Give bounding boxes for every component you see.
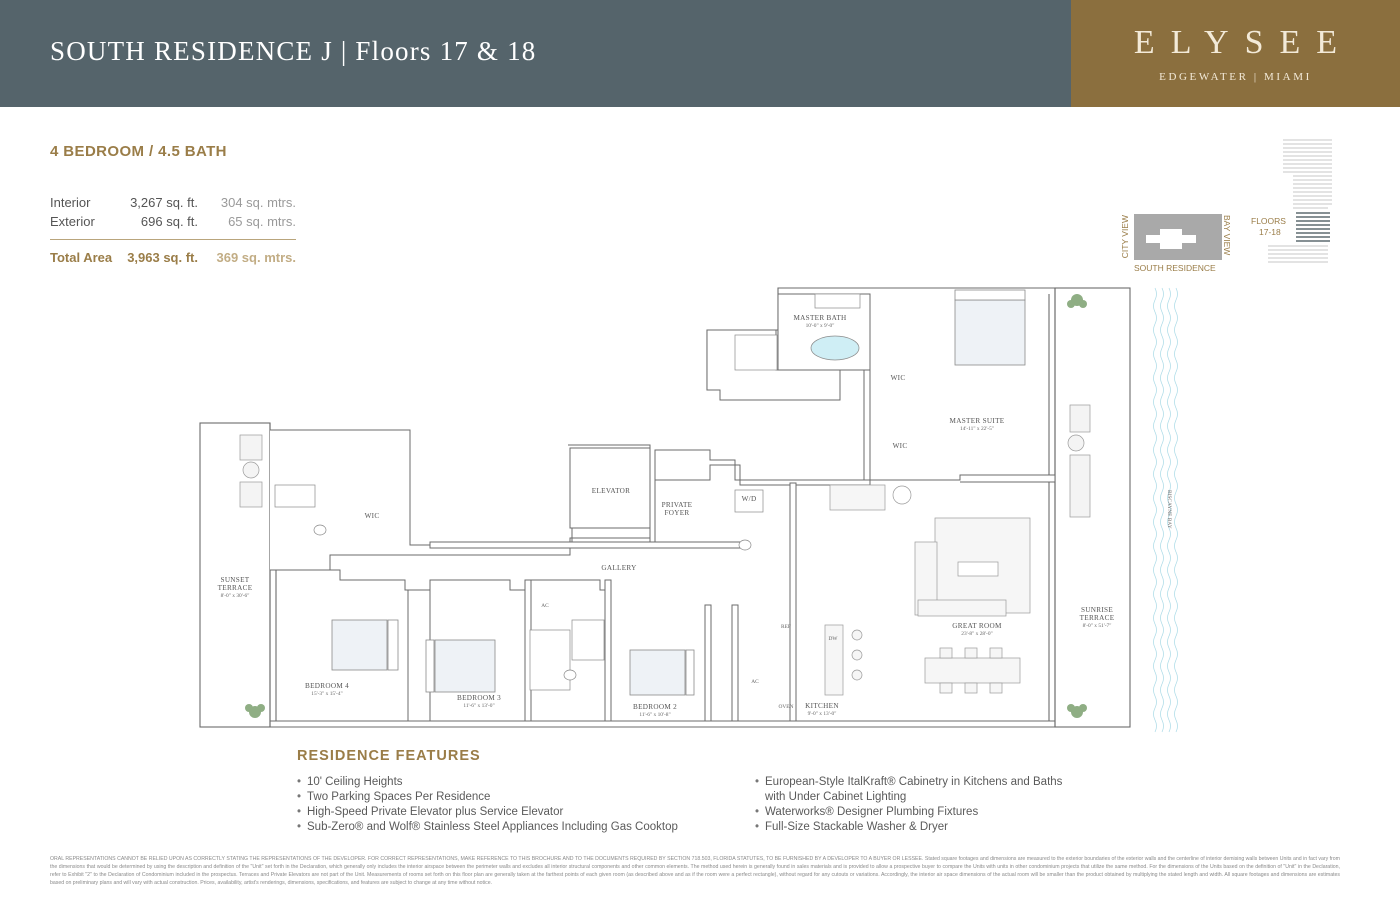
feature-item: Full-Size Stackable Washer & Dryer: [755, 820, 1062, 835]
room-label-kitchen: KITCHEN: [805, 702, 839, 710]
room-dims-bedroom-3: 11'-6" x 13'-0": [463, 703, 494, 709]
brand-subtitle: EDGEWATER | MIAMI: [1159, 71, 1312, 83]
room-label-bedroom-2: BEDROOM 2: [633, 703, 677, 711]
plant-icon: [245, 294, 1087, 718]
area-row-exterior: Exterior 696 sq. ft. 65 sq. mtrs.: [50, 214, 296, 233]
feature-item: High-Speed Private Elevator plus Service…: [297, 805, 678, 820]
bay-water-pattern: [1153, 287, 1178, 733]
brand-logo: ELYSEE: [1133, 24, 1354, 61]
total-sqm: 369 sq. mtrs.: [216, 250, 297, 265]
key-plan: CITY VIEW BAY VIEW SOUTH RESIDENCE FLOOR…: [1118, 135, 1348, 275]
floors-label: FLOORS: [1251, 216, 1286, 226]
area-divider: [50, 239, 296, 240]
room-label-private-foyer: FOYER: [664, 509, 689, 517]
area-row-interior: Interior 3,267 sq. ft. 304 sq. mtrs.: [50, 195, 296, 214]
area-sqft: 3,267 sq. ft.: [130, 195, 198, 210]
room-label-sunrise-terrace: TERRACE: [1080, 614, 1115, 622]
city-view-label: CITY VIEW: [1120, 215, 1130, 259]
room-dims-master-suite: 14'-11" x 22'-5": [960, 426, 994, 432]
features-list-left: 10' Ceiling Heights Two Parking Spaces P…: [297, 775, 678, 835]
room-dims-bedroom-2: 11'-6" x 10'-8": [639, 712, 670, 718]
room-label-sunset-terrace: SUNSET: [221, 576, 250, 584]
header-bar: SOUTH RESIDENCE J | Floors 17 & 18: [0, 0, 1071, 107]
room-label-wic: WIC: [891, 374, 906, 382]
area-label: Exterior: [50, 213, 95, 229]
area-row-total: Total Area 3,963 sq. ft. 369 sq. mtrs.: [50, 250, 296, 268]
feature-item: 10' Ceiling Heights: [297, 775, 678, 790]
page-title: SOUTH RESIDENCE J | Floors 17 & 18: [50, 36, 537, 66]
floor-highlight-lines: [1296, 212, 1330, 242]
south-residence-label: SOUTH RESIDENCE: [1134, 263, 1216, 273]
key-plan-graphic: [1134, 139, 1332, 263]
total-label: Total Area: [50, 250, 113, 265]
area-label: Interior: [50, 195, 91, 210]
area-sqft: 696 sq. ft.: [140, 213, 198, 229]
feature-item: Two Parking Spaces Per Residence: [297, 790, 678, 805]
feature-item-continuation: with Under Cabinet Lighting: [765, 791, 907, 803]
appliance-label-dw: DW: [829, 636, 839, 642]
room-label-ac: AC: [541, 603, 549, 609]
appliance-label-ref: REF: [781, 624, 791, 630]
room-dims-sunrise-terrace: 8'-0" x 51'-7": [1083, 623, 1112, 629]
features-list-right: European-Style ItalKraft® Cabinetry in K…: [755, 775, 1062, 835]
feature-item: European-Style ItalKraft® Cabinetry in K…: [755, 775, 1062, 790]
bed-bath-heading: 4 BEDROOM / 4.5 BATH: [50, 143, 227, 160]
terrace-furniture: [239, 404, 1091, 518]
floor-plan: MASTER BATH 10'-0" x 9'-0" MASTER SUITE …: [180, 280, 1210, 740]
room-label-gallery: GALLERY: [601, 564, 637, 572]
room-label-sunrise-terrace: SUNRISE: [1081, 606, 1113, 614]
area-sqm: 304 sq. mtrs.: [220, 195, 296, 210]
features-title: RESIDENCE FEATURES: [297, 748, 481, 764]
floors-value: 17-18: [1259, 227, 1281, 237]
room-label-great-room: GREAT ROOM: [952, 622, 1002, 630]
living-furniture: [824, 484, 1031, 696]
interior-walls: [269, 293, 1056, 722]
bay-view-label: BAY VIEW: [1222, 215, 1232, 256]
brand-block: ELYSEE EDGEWATER | MIAMI: [1071, 0, 1400, 107]
room-dims-bedroom-4: 15'-3" x 15'-4": [311, 691, 343, 697]
floor-plan-drawing: MASTER BATH 10'-0" x 9'-0" MASTER SUITE …: [199, 287, 1178, 733]
feature-item: Waterworks® Designer Plumbing Fixtures: [755, 805, 1062, 820]
room-label-wic: WIC: [893, 442, 908, 450]
room-label-bedroom-4: BEDROOM 4: [305, 682, 349, 690]
appliance-label-oven: OVEN: [779, 704, 794, 710]
tower-elevation-icon: [1268, 139, 1332, 263]
feature-item: Sub-Zero® and Wolf® Stainless Steel Appl…: [297, 820, 678, 835]
room-label-bedroom-3: BEDROOM 3: [457, 694, 501, 702]
room-dims-master-bath: 10'-0" x 9'-0": [806, 323, 835, 329]
area-sqm: 65 sq. mtrs.: [228, 213, 296, 229]
room-label-master-suite: MASTER SUITE: [950, 417, 1005, 425]
room-dims-kitchen: 9'-0" x 13'-0": [808, 711, 837, 717]
total-sqft: 3,963 sq. ft.: [127, 250, 198, 265]
room-dims-great-room: 23'-8" x 28'-0": [961, 631, 993, 637]
room-dims-sunset-terrace: 8'-0" x 30'-6": [221, 593, 250, 599]
room-label-elevator: ELEVATOR: [592, 487, 630, 495]
legal-disclaimer: ORAL REPRESENTATIONS CANNOT BE RELIED UP…: [50, 856, 1340, 886]
bath-fixtures: [274, 293, 861, 691]
room-label-wic: WIC: [365, 512, 380, 520]
biscayne-bay-label: BISCAYNE BAY: [1166, 490, 1172, 529]
room-label-private-foyer: PRIVATE: [662, 501, 693, 509]
key-plan-unit-highlight: [1146, 229, 1196, 249]
bed-icon: [331, 289, 1026, 696]
room-label-sunset-terrace: TERRACE: [218, 584, 253, 592]
room-label-ac: AC: [751, 679, 759, 685]
room-label-wd: W/D: [742, 495, 757, 503]
room-label-master-bath: MASTER BATH: [793, 314, 846, 322]
area-table: Interior 3,267 sq. ft. 304 sq. mtrs. Ext…: [50, 195, 296, 232]
